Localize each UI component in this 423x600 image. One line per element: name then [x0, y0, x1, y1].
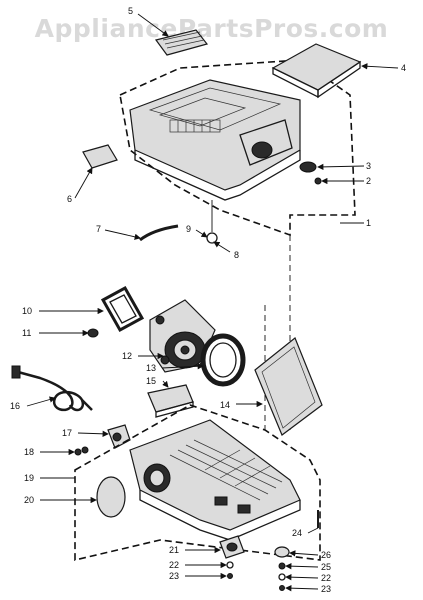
callout-6: 6 — [67, 194, 73, 204]
callout-13: 13 — [146, 363, 157, 373]
callout-23-left: 23 — [169, 571, 180, 581]
hood-body — [129, 79, 301, 201]
callout-11: 11 — [22, 328, 32, 338]
callout-22-right: 22 — [321, 573, 332, 583]
callout-4: 4 — [401, 63, 407, 73]
callout-2: 2 — [366, 176, 372, 186]
part-16-cord — [11, 365, 93, 412]
leader-lines — [26, 13, 399, 592]
part-10-gasket — [100, 285, 145, 333]
callout-24: 24 — [292, 528, 303, 538]
part-5-grille — [154, 29, 209, 56]
watermark: AppliancePartsPros.com — [34, 14, 389, 43]
hood-assembly-boundary — [119, 59, 356, 237]
callout-16: 16 — [10, 401, 21, 411]
callout-7: 7 — [96, 224, 102, 234]
part-20-disc — [96, 476, 126, 518]
base-assembly-boundary — [74, 404, 321, 562]
callout-18: 18 — [24, 447, 35, 457]
callout-22-left: 22 — [169, 560, 180, 570]
callout-14: 14 — [220, 400, 231, 410]
callout-12: 12 — [122, 351, 133, 361]
callout-8: 8 — [234, 250, 240, 260]
part-2-screw — [314, 177, 322, 185]
part-18-clip — [74, 446, 89, 456]
part-23-screw-left — [227, 573, 233, 579]
part-13-ring — [200, 333, 246, 387]
callout-15: 15 — [146, 376, 157, 386]
callout-26: 26 — [321, 550, 332, 560]
part-23-screw-right — [279, 585, 285, 591]
callout-20: 20 — [24, 495, 35, 505]
part-15-block — [147, 384, 194, 418]
callout-19: 19 — [24, 473, 35, 483]
part-4-top-cover — [271, 43, 362, 99]
part-7-rod — [139, 224, 179, 242]
part-8-9-clip — [206, 200, 218, 244]
part-12-motor — [149, 299, 216, 373]
callout-1: 1 — [366, 218, 372, 228]
part-22-washer-left — [226, 561, 234, 569]
part-25-axle — [278, 562, 286, 570]
part-21-caster — [219, 535, 245, 559]
part-11-bushing — [87, 328, 99, 338]
callout-3: 3 — [366, 161, 372, 171]
part-22-washer-right — [278, 573, 286, 581]
callout-9: 9 — [186, 224, 192, 234]
callout-21: 21 — [169, 545, 180, 555]
callout-25: 25 — [321, 562, 332, 572]
callout-23-right: 23 — [321, 584, 332, 594]
part-26-wheel — [274, 546, 290, 558]
part-6-filter — [82, 144, 118, 169]
base-body — [129, 419, 301, 541]
part-3-knob — [299, 161, 317, 173]
callout-5: 5 — [128, 6, 134, 16]
part-14-filter — [254, 337, 323, 436]
callout-17: 17 — [62, 428, 73, 438]
callout-10: 10 — [22, 306, 33, 316]
